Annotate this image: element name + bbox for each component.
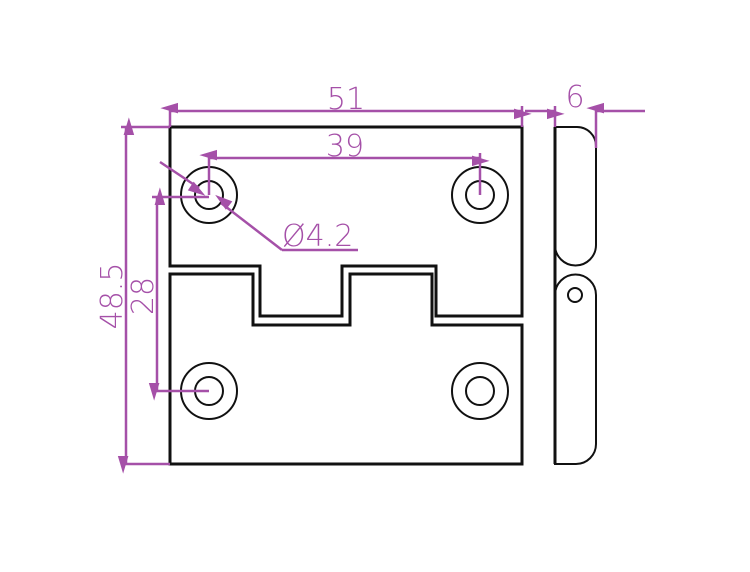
top-hinge-leaf bbox=[168, 125, 524, 318]
dimension-label-diameter: Ø4.2 bbox=[282, 219, 353, 254]
dimension-hole-spacing-vertical: 28 bbox=[126, 187, 209, 401]
dimension-label-39: 39 bbox=[326, 129, 364, 164]
dimension-label-6: 6 bbox=[565, 80, 584, 115]
dimension-thickness: 6 bbox=[525, 80, 645, 148]
dimension-label-51: 51 bbox=[327, 82, 365, 117]
dimension-overall-width: 51 bbox=[160, 82, 532, 127]
mounting-hole-bottom-right bbox=[451, 362, 509, 420]
side-view bbox=[553, 126, 597, 465]
dimension-hole-spacing-horizontal: 39 bbox=[199, 129, 490, 195]
dimension-hole-diameter: Ø4.2 bbox=[159, 160, 358, 254]
dimension-label-48-5: 48.5 bbox=[95, 263, 130, 330]
bottom-hinge-leaf bbox=[168, 272, 524, 466]
dimension-overall-height: 48.5 bbox=[95, 117, 170, 474]
dimension-label-28: 28 bbox=[126, 277, 161, 315]
